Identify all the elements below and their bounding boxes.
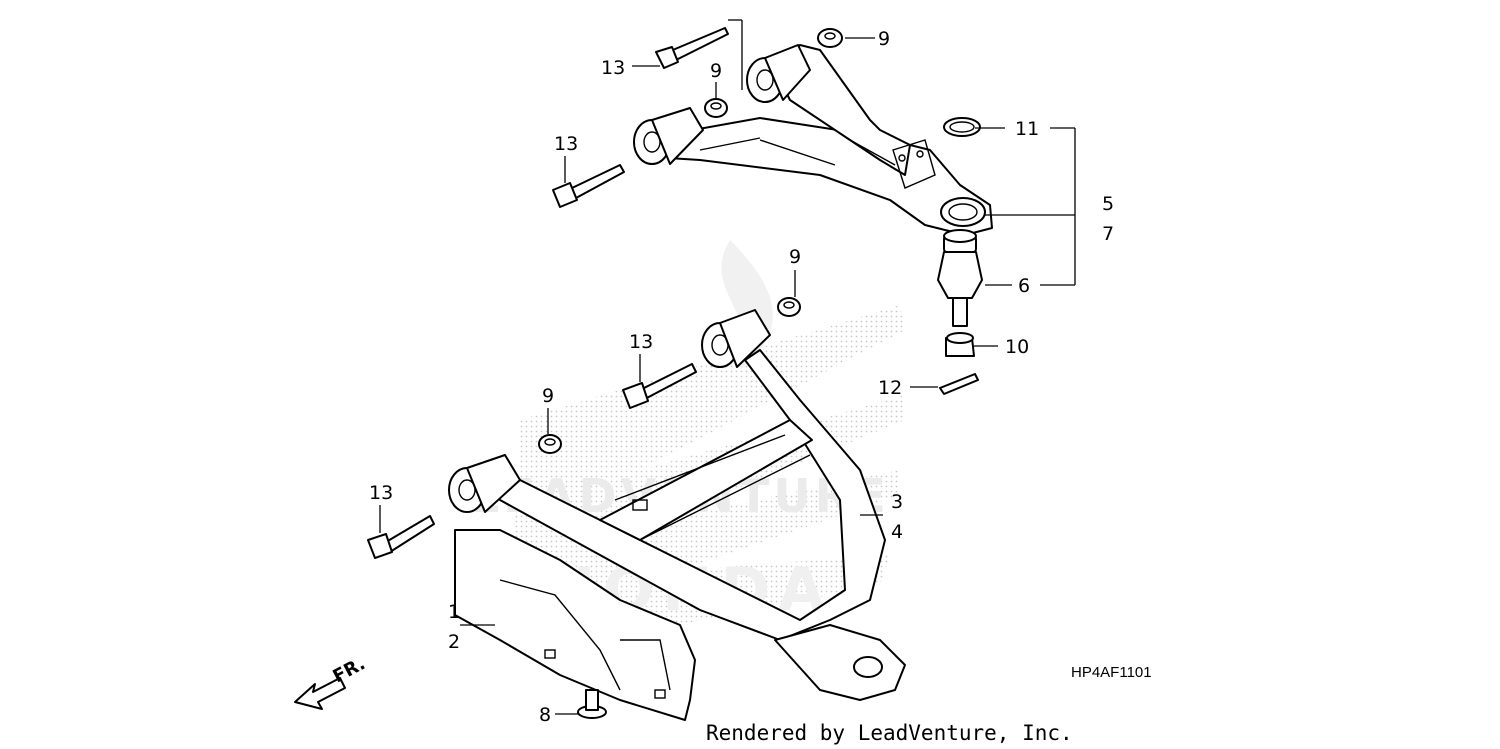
credit-text: Rendered by LeadVenture, Inc. xyxy=(706,721,1073,745)
front-arrow-icon xyxy=(294,677,346,710)
callouts: 13 9 9 13 11 5 7 6 10 12 9 13 9 13 3 4 1… xyxy=(369,28,1114,726)
front-direction-indicator: FR. xyxy=(294,653,369,710)
skid-plate[interactable] xyxy=(454,529,696,721)
callout-9: 9 xyxy=(789,246,801,268)
bolt-13-a[interactable] xyxy=(655,27,729,69)
upper-arm-ball-joint-socket xyxy=(940,197,986,227)
callout-13: 13 xyxy=(601,57,625,79)
callout-8: 8 xyxy=(539,704,551,726)
nut-9-d[interactable] xyxy=(538,434,562,454)
callout-3: 3 xyxy=(891,491,903,513)
bolt-13-c[interactable] xyxy=(622,363,697,409)
callout-6: 6 xyxy=(1018,275,1030,297)
circlip-11[interactable] xyxy=(943,117,981,137)
nut-9-c[interactable] xyxy=(777,297,801,317)
cotter-pin-12[interactable] xyxy=(939,373,979,395)
callout-9: 9 xyxy=(878,28,890,50)
upper-arm[interactable] xyxy=(633,44,993,236)
callout-13: 13 xyxy=(369,482,393,504)
bolt-8[interactable] xyxy=(577,689,607,719)
nut-9-b[interactable] xyxy=(704,98,728,118)
callout-13: 13 xyxy=(629,331,653,353)
ball-joint-6[interactable] xyxy=(937,229,983,327)
diagram-code: HP4AF1101 xyxy=(1071,664,1152,681)
callout-5: 5 xyxy=(1102,193,1114,215)
nut-9-a[interactable] xyxy=(817,28,843,48)
leader-lines xyxy=(379,19,1076,715)
callout-4: 4 xyxy=(891,521,903,543)
callout-9: 9 xyxy=(542,385,554,407)
lower-arm[interactable] xyxy=(448,309,906,701)
bolt-13-b[interactable] xyxy=(552,164,625,208)
bolt-13-d[interactable] xyxy=(367,515,435,559)
callout-2: 2 xyxy=(448,631,460,653)
callout-7: 7 xyxy=(1102,223,1114,245)
callout-11: 11 xyxy=(1015,118,1039,140)
castle-nut-10[interactable] xyxy=(945,332,975,357)
callout-1: 1 xyxy=(448,601,460,623)
callout-9: 9 xyxy=(710,60,722,82)
callout-10: 10 xyxy=(1005,336,1029,358)
callout-12: 12 xyxy=(878,377,902,399)
callout-13: 13 xyxy=(554,133,578,155)
